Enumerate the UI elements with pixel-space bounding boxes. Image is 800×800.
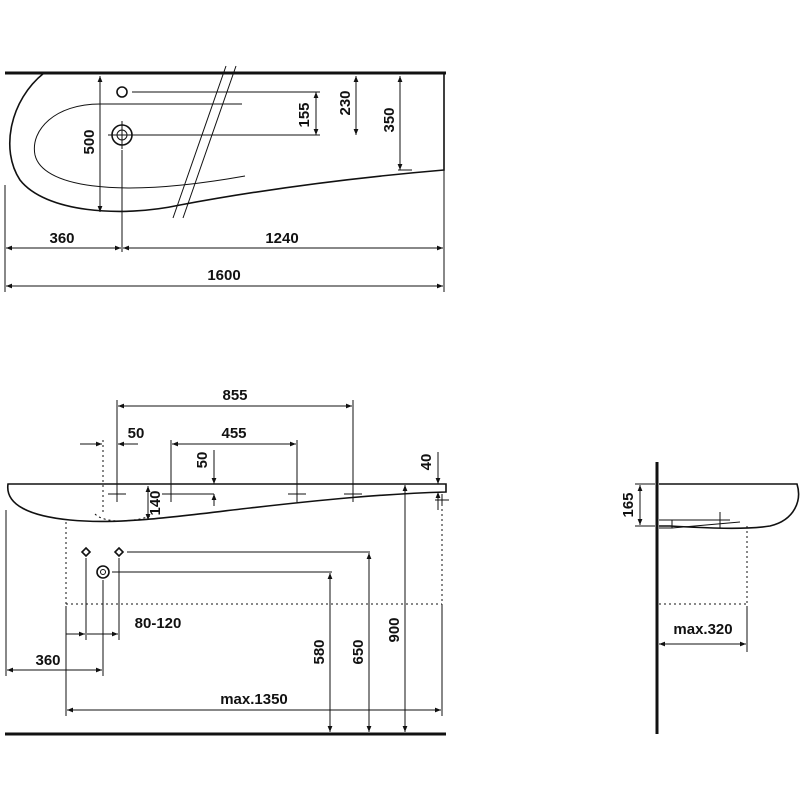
dim-155: 155 (296, 102, 313, 127)
drain-point (96, 565, 110, 579)
dim-900: 900 (386, 617, 403, 642)
front-basin-outline (7, 483, 447, 523)
dim-max-320: max.320 (673, 621, 732, 638)
top-break-line-2 (182, 65, 237, 219)
side-bracket (659, 519, 673, 529)
dim-360-front: 360 (35, 652, 60, 669)
top-break-line-1 (172, 65, 227, 219)
faucet-hole-marks (108, 486, 449, 506)
dim-360-top: 360 (49, 230, 74, 247)
dim-1600: 1600 (207, 267, 240, 284)
top-basin-outline (8, 72, 445, 213)
side-basin-outline (659, 483, 800, 530)
dim-580: 580 (311, 639, 328, 664)
dim-230: 230 (337, 90, 354, 115)
dim-140: 140 (147, 490, 164, 515)
dim-350: 350 (381, 107, 398, 132)
fixing-point-left (80, 546, 92, 558)
dim-50-horizontal: 50 (128, 425, 145, 442)
dim-1240: 1240 (265, 230, 298, 247)
top-bowl-outline (33, 103, 246, 189)
dim-500: 500 (81, 129, 98, 154)
side-view: 165 max.320 (620, 462, 800, 734)
fixing-point-right (113, 546, 125, 558)
dim-50-vertical: 50 (194, 452, 211, 469)
dim-80-120: 80-120 (135, 615, 182, 632)
dim-40: 40 (418, 454, 435, 471)
top-faucet-hole-small (116, 86, 128, 98)
dim-455: 455 (221, 425, 246, 442)
dim-165: 165 (620, 492, 637, 517)
top-view: 500 155 230 350 360 1240 1600 (4, 65, 446, 292)
front-view: 855 50 455 50 140 40 80-120 360 max.1350… (5, 387, 449, 736)
dim-650: 650 (350, 639, 367, 664)
dim-855: 855 (222, 387, 247, 404)
dim-max-1350: max.1350 (220, 691, 288, 708)
